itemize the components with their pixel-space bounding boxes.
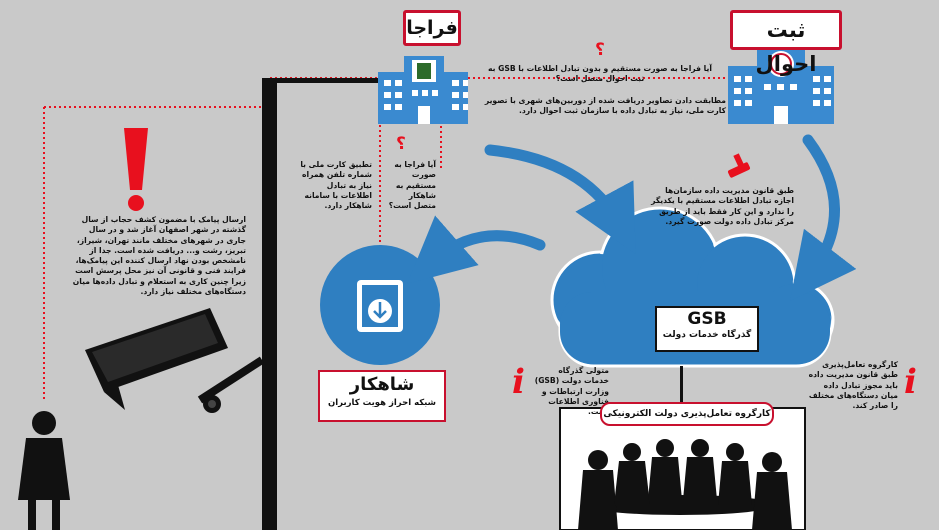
arrow-faraja-to-cloud [484,144,636,255]
faraja-building-icon [378,56,468,124]
gsb-sublabel: گذرگاه خدمات دولت [662,330,752,340]
sabt-building-icon [728,46,834,124]
data-flow-arrows [407,134,857,302]
security-camera-icon [85,308,228,413]
gsb-label: GSB [687,309,727,329]
camera-pole [197,78,402,530]
question-mark-top: ؟ [595,40,605,60]
arrow-sabt-to-cloud [789,134,857,302]
question-mark-mid: ؟ [396,134,406,154]
workgroup-box [559,407,806,530]
sabt-title: ثبت احوال [730,10,842,76]
info-icon-gsb: i [512,362,525,402]
cloud-connector-line [680,366,683,406]
gsb-label-box: GSB گذرگاه خدمات دولت [655,306,759,352]
exclamation-icon [124,128,148,211]
workgroup-text: کارگروه تعامل‌پذیری طبق قانون مدیریت داد… [808,360,898,410]
shahkar-title: شاهکار [349,374,415,395]
info-icon-workgroup: i [904,362,917,402]
woman-icon [18,411,70,530]
meeting-people-icon [578,439,792,530]
workgroup-title: کارگروه تعامل‌پذیری دولت الکترونیکی [600,402,774,426]
shahkar-circle-icon [320,245,440,365]
stamp-icon [727,153,751,178]
question-faraja-shahkar: آیا فراجا به صورت مستقیم به شاهکار متصل … [388,160,436,210]
shahkar-label-box: شاهکار شبکه احراز هویت کاربران [318,370,446,422]
question-faraja-sabt: آیا فراجا به صورت مستقیم و بدون تبادل اط… [488,64,712,84]
data-law-text: طبق قانون مدیریت داده سازمان‌ها اجازه تب… [651,186,794,226]
image-matching-text: مطابقت دادن تصاویر دریافت شده از دوربین‌… [484,96,726,116]
sms-hijab-text: ارسال پیامک با مضمون کشف حجاب از سال گذش… [72,215,246,296]
card-matching-text: تطبیق کارت ملی با شماره تلفن همراه نیاز … [300,160,372,210]
gsb-owner-text: متولی گذرگاه خدمات دولت (GSB) وزارت ارتب… [534,366,609,416]
faraja-title: فراجا [403,10,461,46]
shahkar-subtitle: شبکه احراز هویت کاربران [327,398,437,408]
arrow-cloud-to-shahkar [407,215,546,284]
